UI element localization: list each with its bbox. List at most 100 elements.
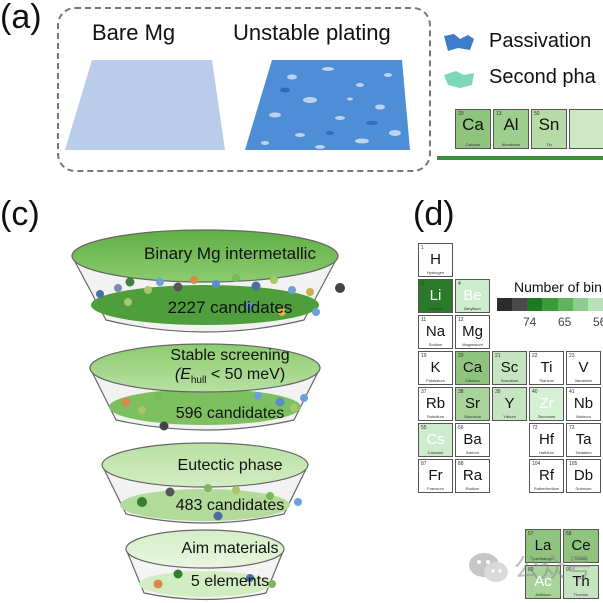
element-sn-a: 50 Sn Tin bbox=[531, 109, 567, 149]
element-symbol: Rb bbox=[425, 395, 446, 412]
tier-2-title: Stable screening bbox=[170, 347, 290, 364]
element-number: 4 bbox=[458, 281, 461, 287]
tier-3-title: Eutectic phase bbox=[177, 457, 283, 474]
tier-2-subtitle-post: < 50 meV) bbox=[206, 366, 286, 383]
element-number: 41 bbox=[569, 389, 575, 395]
tier-2-subtitle: (Ehull < 50 meV) bbox=[126, 366, 334, 386]
element-number: 90 bbox=[566, 567, 572, 573]
element-partial-a bbox=[569, 109, 603, 149]
element-symbol: Sr bbox=[465, 395, 480, 412]
panel-c-label: (c) bbox=[0, 195, 40, 233]
element-name: Potassium bbox=[426, 378, 445, 383]
passivation-legend-label: Passivation bbox=[489, 30, 592, 52]
tier-1-title: Binary Mg intermetallic bbox=[144, 244, 316, 263]
tier-3-cup bbox=[101, 442, 309, 524]
element-number: 37 bbox=[421, 389, 427, 395]
element-number: 20 bbox=[458, 353, 464, 359]
element-name: Scandium bbox=[500, 378, 519, 383]
element-symbol: Sc bbox=[500, 359, 519, 376]
watermark-text: 公众号 bbox=[514, 553, 593, 583]
colorbar-segment bbox=[497, 298, 513, 311]
element-symbol: Ba bbox=[463, 431, 482, 448]
element-symbol: Th bbox=[572, 573, 590, 590]
element-number: 104 bbox=[532, 461, 541, 467]
element-name: Francium bbox=[427, 486, 444, 491]
colorbar-segment bbox=[527, 298, 543, 311]
panel-a-dashed-box bbox=[57, 7, 431, 172]
element-name: Zirconium bbox=[537, 414, 556, 419]
element-number: 58 bbox=[566, 531, 572, 537]
colorbar-segment bbox=[557, 298, 573, 311]
element-number: 1 bbox=[421, 245, 424, 251]
element-symbol: Be bbox=[463, 287, 482, 304]
element-name: Yttrium bbox=[503, 414, 516, 419]
element-name: Dubnium bbox=[575, 486, 592, 491]
element-name: Lanthanum bbox=[532, 556, 553, 561]
element-number: 88 bbox=[458, 461, 464, 467]
unstable-plating-slab bbox=[245, 60, 410, 150]
element-symbol: Y bbox=[504, 395, 515, 412]
screening-funnel bbox=[71, 229, 345, 601]
element-symbol: Mg bbox=[462, 323, 483, 340]
tier-1-balls bbox=[96, 274, 345, 316]
element-number: 105 bbox=[569, 461, 578, 467]
element-symbol: Li bbox=[429, 287, 442, 304]
tier-2-count: 596 candidates bbox=[175, 405, 285, 422]
element-number: 73 bbox=[569, 425, 575, 431]
colorbar-segment bbox=[572, 298, 588, 311]
element-name: Strontium bbox=[463, 414, 482, 419]
element-symbol: La bbox=[534, 537, 552, 554]
element-symbol: Ce bbox=[571, 537, 591, 554]
element-name: Lithium bbox=[429, 306, 442, 311]
second-phase-legend-icon bbox=[444, 71, 474, 88]
tier-4-count: 5 elements bbox=[190, 573, 270, 590]
element-number: 22 bbox=[532, 353, 538, 359]
element-name: Thorium bbox=[573, 592, 589, 597]
element-name: Hafnium bbox=[539, 450, 554, 455]
element-name: Actinium bbox=[535, 592, 551, 597]
element-name: Sodium bbox=[428, 342, 443, 347]
element-symbol: Hf bbox=[539, 431, 554, 448]
panel-a-label: (a) bbox=[0, 0, 42, 36]
element-name: Vanadium bbox=[574, 378, 593, 383]
colorbar bbox=[497, 298, 603, 311]
element-symbol: Zr bbox=[539, 395, 554, 412]
colorbar-segment bbox=[512, 298, 528, 311]
element-name: Rubidium bbox=[427, 414, 444, 419]
element-number: 23 bbox=[569, 353, 575, 359]
colorbar-tick-3: 56 bbox=[593, 315, 603, 329]
tier-4-balls bbox=[153, 569, 276, 589]
tier-2-balls bbox=[121, 392, 308, 431]
tier-2-subtitle-sub: hull bbox=[190, 375, 207, 387]
element-number: 19 bbox=[421, 353, 427, 359]
element-name: Barium bbox=[466, 450, 479, 455]
element-number: 3 bbox=[421, 281, 424, 287]
element-symbol: Rf bbox=[539, 467, 554, 484]
element-symbol: Ac bbox=[534, 573, 552, 590]
element-name: Tantalum bbox=[575, 450, 592, 455]
element-number: 89 bbox=[528, 567, 534, 573]
